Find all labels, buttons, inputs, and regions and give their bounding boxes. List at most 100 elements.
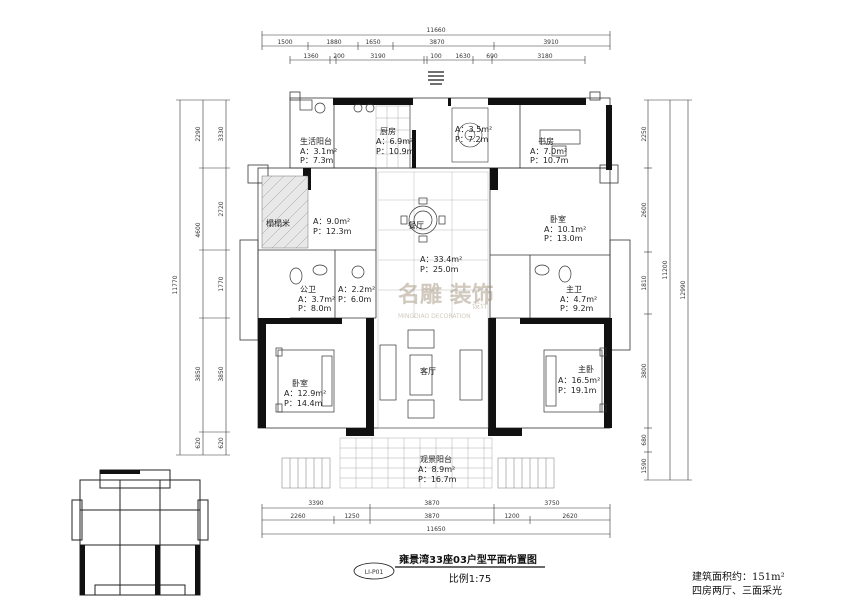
dim-top-12: 3180 xyxy=(537,53,552,60)
dim-left-1: 2290 xyxy=(195,126,202,141)
dim-top-total: 11660 xyxy=(426,27,445,34)
svg-text:卧室: 卧室 xyxy=(550,214,566,224)
svg-text:厨房: 厨房 xyxy=(380,126,396,136)
dim-bottom-3: 3750 xyxy=(544,500,559,507)
dim-right-3: 1810 xyxy=(641,275,648,290)
dim-bottom-4: 2260 xyxy=(290,513,305,520)
svg-text:A：9.0m²: A：9.0m² xyxy=(313,217,350,226)
left-dimensions xyxy=(176,99,230,456)
svg-text:A：16.5m²: A：16.5m² xyxy=(558,376,600,385)
svg-text:P：10.7m: P：10.7m xyxy=(530,156,569,165)
dim-right-5: 680 xyxy=(641,434,648,446)
room-label-master-bedroom: 主卧 A：16.5m² P：19.1m xyxy=(558,364,600,395)
dim-bottom-8: 2620 xyxy=(562,513,577,520)
kitchen-floor xyxy=(375,105,411,169)
svg-text:客厅: 客厅 xyxy=(420,366,436,376)
room-label-service-balcony: 生活阳台 A：3.1m² P：7.3m xyxy=(300,136,337,165)
dim-top-9: 100 xyxy=(430,53,442,60)
tatami-hatch xyxy=(261,175,309,249)
dim-top-1: 1500 xyxy=(277,39,292,46)
dim-top-7: 200 xyxy=(333,53,345,60)
key-plan-walls xyxy=(80,470,200,595)
dim-top-10: 1630 xyxy=(455,53,470,60)
dim-right-6: 1590 xyxy=(641,458,648,473)
dim-bottom-6: 3870 xyxy=(424,513,439,520)
dim-left-outer: 11770 xyxy=(172,275,179,294)
svg-text:A：3.1m²: A：3.1m² xyxy=(300,147,337,156)
dim-right-2: 2600 xyxy=(641,202,648,217)
room-label-bedroom-nw: A：9.0m² P：12.3m xyxy=(313,217,352,236)
svg-text:A：7.0m²: A：7.0m² xyxy=(530,147,567,156)
svg-text:A：6.9m²: A：6.9m² xyxy=(376,137,413,146)
dim-top-8: 3190 xyxy=(370,53,385,60)
svg-text:A：10.1m²: A：10.1m² xyxy=(544,225,586,234)
svg-text:A：33.4m²: A：33.4m² xyxy=(420,255,462,264)
svg-text:P：8.0m: P：8.0m xyxy=(298,304,332,313)
svg-text:P：12.3m: P：12.3m xyxy=(313,227,352,236)
entrance-marker xyxy=(428,71,444,85)
room-label-dining: 餐厅 A：33.4m² P：25.0m xyxy=(408,221,462,274)
svg-text:公卫: 公卫 xyxy=(300,285,316,294)
sheet-number: LI-P01 xyxy=(365,569,384,576)
svg-text:P：7.3m: P：7.3m xyxy=(300,156,334,165)
dim-right-mid: 11200 xyxy=(662,260,669,279)
dim-bottom-1: 3390 xyxy=(308,500,323,507)
room-label-shaft: A：3.5m² P：7.2m xyxy=(455,125,492,144)
dim-left-b2: 2720 xyxy=(218,201,225,216)
room-label-view-balcony: 观景阳台 A：8.9m² P：16.7m xyxy=(418,454,457,484)
dim-top-2: 1880 xyxy=(326,39,341,46)
room-label-living: 客厅 xyxy=(420,366,436,376)
dim-left-b5: 620 xyxy=(218,437,225,449)
room-label-bedroom-sw: 卧室 A：12.9m² P：14.4m xyxy=(284,378,326,408)
svg-text:P：13.0m: P：13.0m xyxy=(544,234,583,243)
dining-table xyxy=(400,197,446,243)
room-label-kitchen: 厨房 A：6.9m² P：10.9m xyxy=(376,126,415,156)
dim-left-b3: 1770 xyxy=(218,276,225,291)
svg-text:P：16.7m: P：16.7m xyxy=(418,475,457,484)
sofa-set xyxy=(379,329,483,419)
svg-text:P：7.2m: P：7.2m xyxy=(455,135,489,144)
area-info: 建筑面积约：151m² xyxy=(692,570,785,583)
left-bed xyxy=(275,347,335,413)
room-label-bedroom-ne: 卧室 A：10.1m² P：13.0m xyxy=(544,214,586,243)
svg-text:P：19.1m: P：19.1m xyxy=(558,386,597,395)
dim-bottom-7: 1200 xyxy=(504,513,519,520)
dim-left-b4: 3850 xyxy=(218,366,225,381)
dim-top-5: 3910 xyxy=(543,39,558,46)
svg-text:A：4.7m²: A：4.7m² xyxy=(560,295,597,304)
svg-text:A：8.9m²: A：8.9m² xyxy=(418,465,455,474)
solid-walls xyxy=(258,98,612,436)
dim-bottom-total: 11650 xyxy=(426,526,445,533)
svg-text:P：6.0m: P：6.0m xyxy=(338,295,372,304)
svg-text:P：9.2m: P：9.2m xyxy=(560,304,594,313)
bottom-dimensions xyxy=(261,504,611,538)
svg-text:A：3.5m²: A：3.5m² xyxy=(455,125,492,134)
svg-text:观景阳台: 观景阳台 xyxy=(420,454,452,464)
room-label-study: 书房 A：7.0m² P：10.7m xyxy=(530,136,569,165)
room-label-public-bath: 公卫 A：3.7m² P：8.0m xyxy=(298,285,335,313)
svg-text:P：10.9m: P：10.9m xyxy=(376,147,415,156)
title-block xyxy=(353,562,545,580)
bathroom-fixtures xyxy=(289,264,572,285)
svg-text:榻榻米: 榻榻米 xyxy=(266,218,290,228)
svg-text:主卧: 主卧 xyxy=(578,364,594,374)
svg-text:A：2.2m²: A：2.2m² xyxy=(338,285,375,294)
top-dimensions xyxy=(261,31,611,64)
dim-bottom-2: 3870 xyxy=(424,500,439,507)
drawing-scale: 比例1:75 xyxy=(449,572,491,585)
dim-left-mid: 4600 xyxy=(195,222,202,237)
dim-bottom-5: 1250 xyxy=(344,513,359,520)
dim-left-2: 3850 xyxy=(195,366,202,381)
svg-text:书房: 书房 xyxy=(538,136,554,146)
room-label-master-bath: 主卫 A：4.7m² P：9.2m xyxy=(560,284,597,313)
dim-top-6: 1360 xyxy=(303,53,318,60)
svg-text:A：3.7m²: A：3.7m² xyxy=(298,295,335,304)
study-desk xyxy=(539,129,581,157)
dim-top-11: 690 xyxy=(486,53,498,60)
balcony-floor xyxy=(339,437,493,489)
kitchen-fixtures xyxy=(299,99,375,114)
drawing-title: 雍景湾33座03户型平面布置图 xyxy=(399,553,537,566)
dim-left-3: 620 xyxy=(195,437,202,449)
svg-text:餐厅: 餐厅 xyxy=(408,221,424,230)
